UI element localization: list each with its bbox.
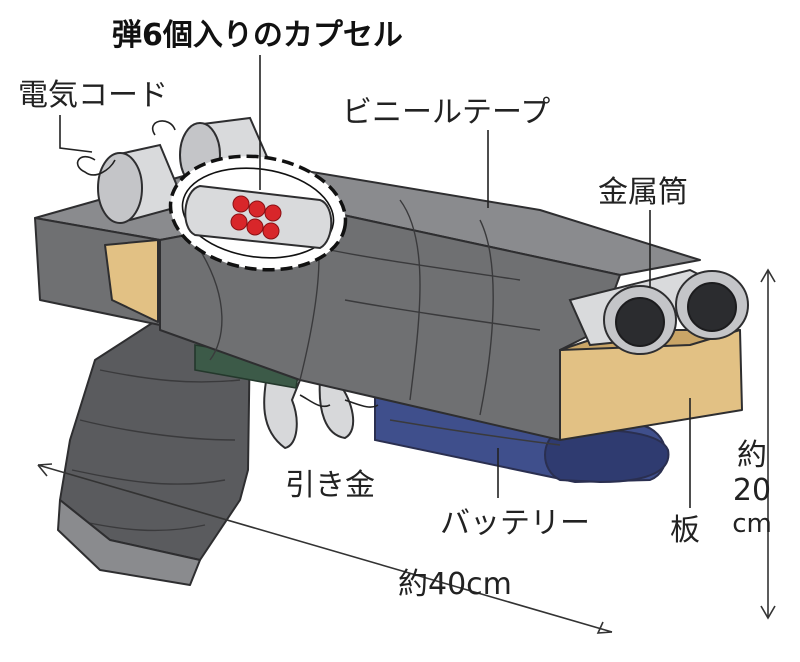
- metal-tubes: [568, 268, 749, 355]
- wood-board: [104, 239, 743, 441]
- length-label: 約40cm: [398, 567, 512, 602]
- trigger-label: 引き金: [285, 468, 375, 503]
- height-label-top: 約: [737, 438, 767, 473]
- grip: [57, 317, 251, 586]
- capsule-label: 弾6個入りのカプセル: [112, 18, 403, 53]
- battery: [374, 393, 670, 484]
- trigger: [263, 369, 379, 449]
- board-label: 板: [670, 513, 700, 548]
- height-label-unit: cm: [732, 509, 772, 539]
- tape-label: ビニールテープ: [342, 95, 550, 130]
- length-arrow: [37, 463, 613, 634]
- battery-label: バッテリー: [440, 506, 590, 541]
- leader-lines: [59, 55, 691, 508]
- cord-label: 電気コード: [18, 78, 168, 113]
- bullet-group: [230, 195, 282, 240]
- height-label-value: 20: [733, 473, 771, 508]
- tube-label: 金属筒: [598, 175, 688, 210]
- capsule: [168, 154, 348, 272]
- height-arrow: [760, 268, 776, 620]
